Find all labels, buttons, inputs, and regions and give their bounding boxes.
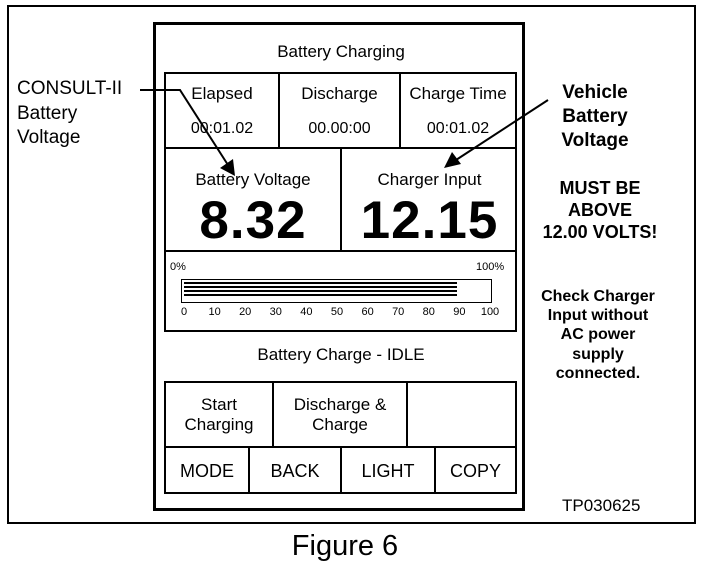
left-callout-line3: Voltage (17, 127, 81, 148)
figure-code: TP030625 (562, 496, 641, 515)
must-be-line2: ABOVE (567, 200, 632, 220)
light-button[interactable]: LIGHT (361, 460, 415, 481)
battery-voltage-label: Battery Voltage (195, 170, 311, 189)
charge-progress-fill (184, 282, 458, 298)
charge-time-value: 00:01.02 (426, 120, 490, 137)
bar-tick-label: 90 (453, 306, 466, 318)
back-button[interactable]: BACK (270, 460, 320, 481)
divider (164, 250, 517, 252)
bar-tick-label: 100 (480, 306, 500, 318)
check-charger-line5: connected. (555, 365, 641, 382)
divider (278, 72, 280, 148)
right-callout-line3: Voltage (561, 130, 629, 151)
info-panel (164, 72, 517, 332)
right-arrow-head-icon (444, 152, 461, 168)
right-callout-line1: Vehicle (562, 82, 628, 103)
copy-button[interactable]: COPY (449, 460, 501, 481)
divider (272, 381, 274, 447)
bar-min-label: 0% (170, 261, 186, 273)
check-charger-line4: supply (572, 346, 624, 363)
bar-tick-label: 40 (300, 306, 313, 318)
divider (248, 446, 250, 494)
left-arrow-head-icon (220, 159, 235, 176)
figure-frame (7, 5, 696, 524)
divider (340, 446, 342, 494)
must-be-line1: MUST BE (559, 178, 641, 198)
bar-tick-label: 50 (330, 306, 344, 318)
screen-title: Battery Charging (277, 42, 405, 61)
battery-voltage-value: 8.32 (199, 191, 307, 250)
left-callout-arrow-line (140, 89, 229, 166)
right-callout-line2: Battery (562, 106, 628, 127)
bar-tick-label: 30 (269, 306, 282, 318)
check-charger-line3: AC power (560, 326, 636, 343)
bar-tick-label: 0 (180, 306, 188, 318)
right-callout-arrow-line (455, 99, 549, 161)
divider (399, 72, 401, 148)
elapsed-label: Elapsed (191, 84, 253, 103)
left-callout-line2: Battery (17, 103, 78, 124)
discharge-label: Discharge (301, 84, 378, 103)
divider (340, 147, 342, 251)
bar-tick-label: 70 (392, 306, 405, 318)
discharge-and-charge-button[interactable]: Discharge & Charge (293, 394, 387, 434)
divider (434, 446, 436, 494)
device-screen (153, 22, 525, 511)
start-charging-button[interactable]: Start Charging (184, 394, 254, 434)
check-charger-line2: Input without (547, 307, 649, 324)
mode-button[interactable]: MODE (180, 460, 234, 481)
bar-max-label: 100% (476, 261, 505, 273)
left-callout-line1: CONSULT-II (17, 78, 123, 99)
figure-caption: Figure 6 (291, 530, 399, 562)
charge-progress-bar (181, 279, 492, 303)
charge-time-label: Charge Time (409, 84, 507, 103)
check-charger-line1: Check Charger (541, 288, 655, 305)
divider (406, 381, 408, 447)
status-text: Battery Charge - IDLE (257, 345, 425, 364)
bar-tick-label: 10 (208, 306, 221, 318)
must-be-line3: 12.00 VOLTS! (542, 222, 658, 242)
charger-input-value: 12.15 (360, 191, 499, 250)
bar-tick-label: 60 (361, 306, 374, 318)
bar-tick-label: 80 (422, 306, 435, 318)
charger-input-label: Charger Input (377, 170, 482, 189)
discharge-value: 00.00:00 (308, 120, 371, 137)
bar-tick-label: 20 (239, 306, 252, 318)
